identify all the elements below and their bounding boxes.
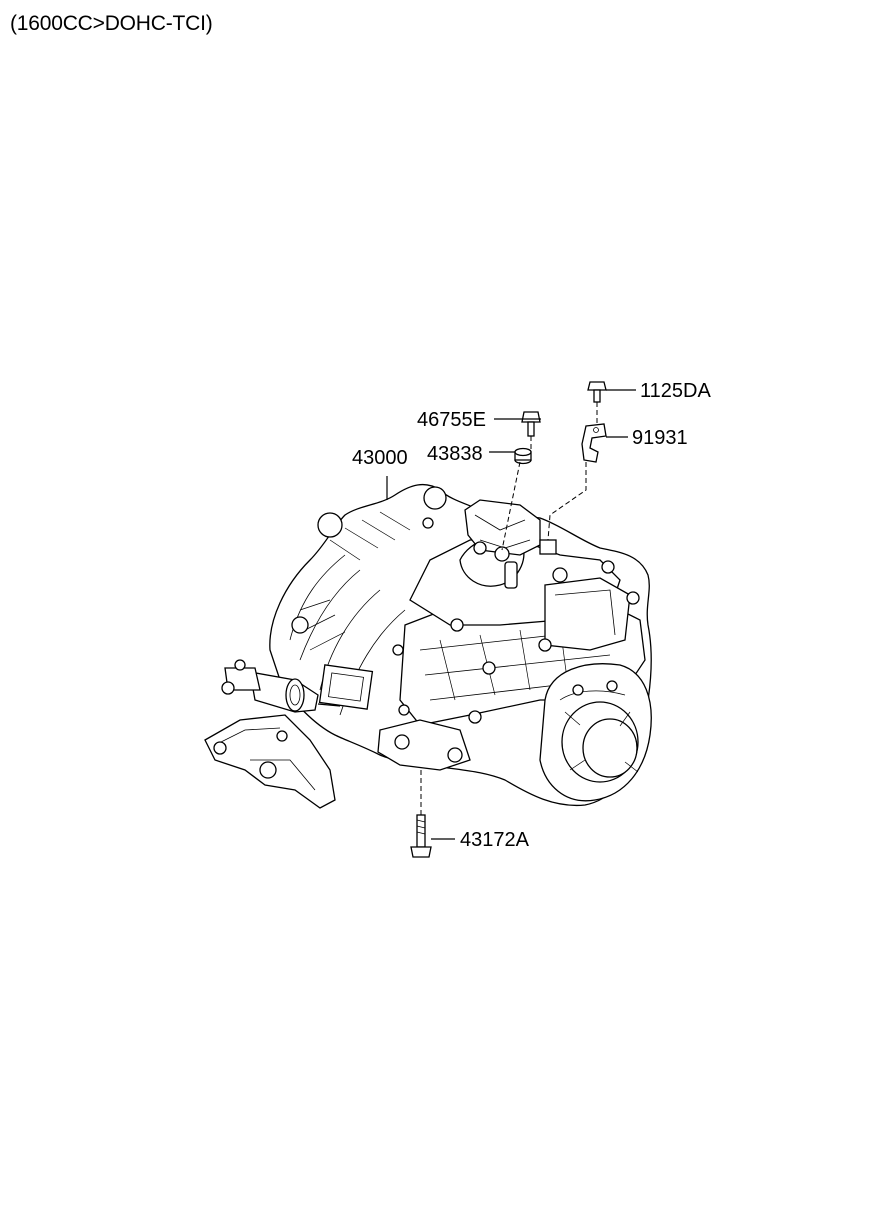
transaxle-assembly xyxy=(204,483,652,809)
diagram-title: (1600CC>DOHC-TCI) xyxy=(10,12,213,35)
part-label-1125da: 1125DA xyxy=(640,380,711,402)
part-label-43000: 43000 xyxy=(352,447,408,469)
bolt-icon xyxy=(410,814,432,858)
part-label-43838: 43838 xyxy=(427,443,483,465)
part-label-91931: 91931 xyxy=(632,427,688,449)
bracket-icon xyxy=(581,423,607,463)
bolt-icon xyxy=(587,381,607,403)
bushing-icon xyxy=(514,447,532,465)
part-label-46755e: 46755E xyxy=(417,409,486,431)
part-label-43172a: 43172A xyxy=(460,829,530,851)
bolt-icon xyxy=(521,411,541,437)
